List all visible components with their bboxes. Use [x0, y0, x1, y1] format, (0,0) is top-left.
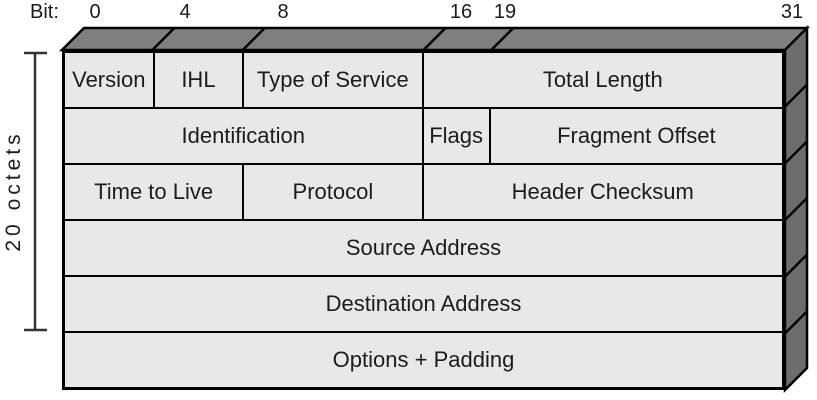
field-total-length: Total Length: [542, 67, 663, 92]
field-fragment-offset: Fragment Offset: [557, 123, 716, 148]
bit-tick-8: [241, 27, 266, 51]
field-header-checksum: Header Checksum: [511, 179, 694, 204]
field-options-padding: Options + Padding: [332, 347, 515, 372]
side-face-row-divider: [784, 253, 808, 278]
bit-label-8: 8: [277, 1, 289, 23]
bit-label-19: 19: [493, 1, 517, 23]
header-row-6: Options + Padding: [65, 333, 782, 387]
bit-label-31: 31: [780, 1, 804, 23]
side-face-row-divider: [784, 310, 808, 335]
header-row-4: Source Address: [65, 221, 782, 277]
side-face-row-divider: [784, 140, 808, 165]
side-face-row-divider: [784, 83, 808, 108]
field-source-address: Source Address: [345, 235, 502, 260]
bit-tick-16: [422, 27, 447, 51]
field-flags: Flags: [424, 109, 491, 163]
header-row-5: Destination Address: [65, 277, 782, 333]
field-time-to-live: Time to Live: [65, 165, 245, 219]
bit-tick-19: [490, 27, 515, 51]
octets-bracket-label: 20 octets: [2, 130, 25, 252]
field-protocol: Protocol: [244, 165, 424, 219]
bit-tick-4: [151, 27, 176, 51]
field-destination-address: Destination Address: [325, 291, 522, 316]
bit-label-0: 0: [89, 1, 101, 23]
bit-axis-label: Bit:: [30, 1, 59, 23]
field-type-of-service: Type of Service: [244, 53, 424, 107]
field-identification: Identification: [65, 109, 424, 163]
field-ihl: IHL: [155, 53, 245, 107]
bit-label-16: 16: [449, 1, 473, 23]
field-version: Version: [65, 53, 155, 107]
side-face-row-divider: [784, 197, 808, 221]
bit-label-4: 4: [179, 1, 191, 23]
